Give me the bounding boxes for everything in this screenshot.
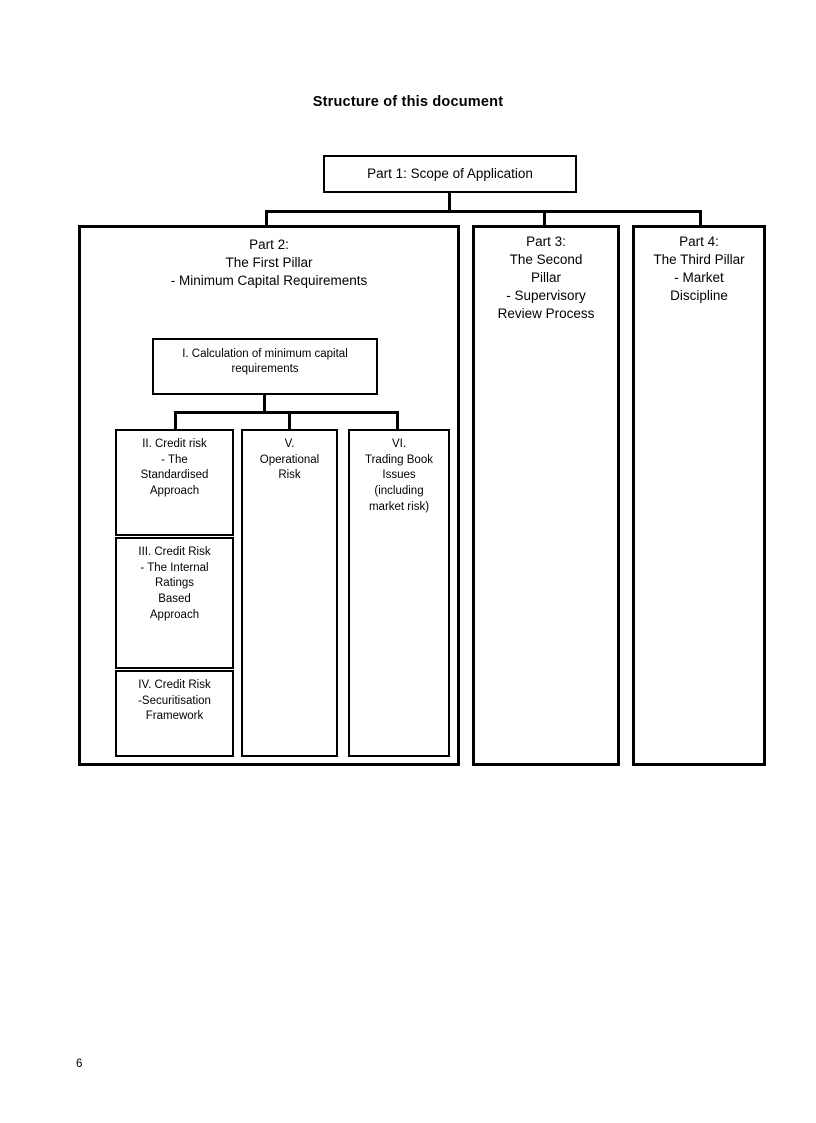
part-3-heading: Part 3: The Second Pillar - Supervisory … [497, 234, 595, 321]
section-iv-label: IV. Credit Risk -Securitisation Framewor… [138, 679, 211, 723]
section-iii-label: III. Credit Risk - The Internal Ratings … [138, 546, 211, 621]
section-v-box: V. Operational Risk [241, 429, 338, 757]
connector-drop-to-part4 [699, 210, 702, 227]
part-1-box: Part 1: Scope of Application [323, 155, 577, 193]
connector-drop-to-section-v [288, 411, 291, 431]
part-2-heading: Part 2: The First Pillar - Minimum Capit… [170, 237, 368, 288]
section-iv-box: IV. Credit Risk -Securitisation Framewor… [115, 670, 234, 757]
section-ii-box: II. Credit risk - The Standardised Appro… [115, 429, 234, 536]
connector-drop-to-part3 [543, 210, 546, 227]
section-ii-label: II. Credit risk - The Standardised Appro… [140, 438, 209, 497]
connector-section-i-stem [263, 395, 266, 413]
connector-drop-to-section-ii [174, 411, 177, 431]
part-4-container: Part 4: The Third Pillar - Market Discip… [632, 225, 766, 766]
section-i-box: I. Calculation of minimum capital requir… [152, 338, 378, 395]
section-i-label: I. Calculation of minimum capital requir… [182, 348, 348, 376]
part-1-label: Part 1: Scope of Application [367, 166, 533, 181]
connector-part1-stem [448, 193, 451, 212]
connector-parts-bus [265, 210, 702, 213]
section-vi-box: VI. Trading Book Issues (including marke… [348, 429, 450, 757]
connector-drop-to-section-vi [396, 411, 399, 431]
section-vi-label: VI. Trading Book Issues (including marke… [365, 438, 433, 513]
section-iii-box: III. Credit Risk - The Internal Ratings … [115, 537, 234, 669]
page-title: Structure of this document [312, 94, 504, 110]
connector-drop-to-part2 [265, 210, 268, 227]
page-number: 6 [76, 1058, 83, 1070]
part-4-heading: Part 4: The Third Pillar - Market Discip… [653, 234, 745, 303]
part-3-container: Part 3: The Second Pillar - Supervisory … [472, 225, 620, 766]
section-v-label: V. Operational Risk [259, 438, 320, 482]
connector-sections-bus [174, 411, 399, 414]
